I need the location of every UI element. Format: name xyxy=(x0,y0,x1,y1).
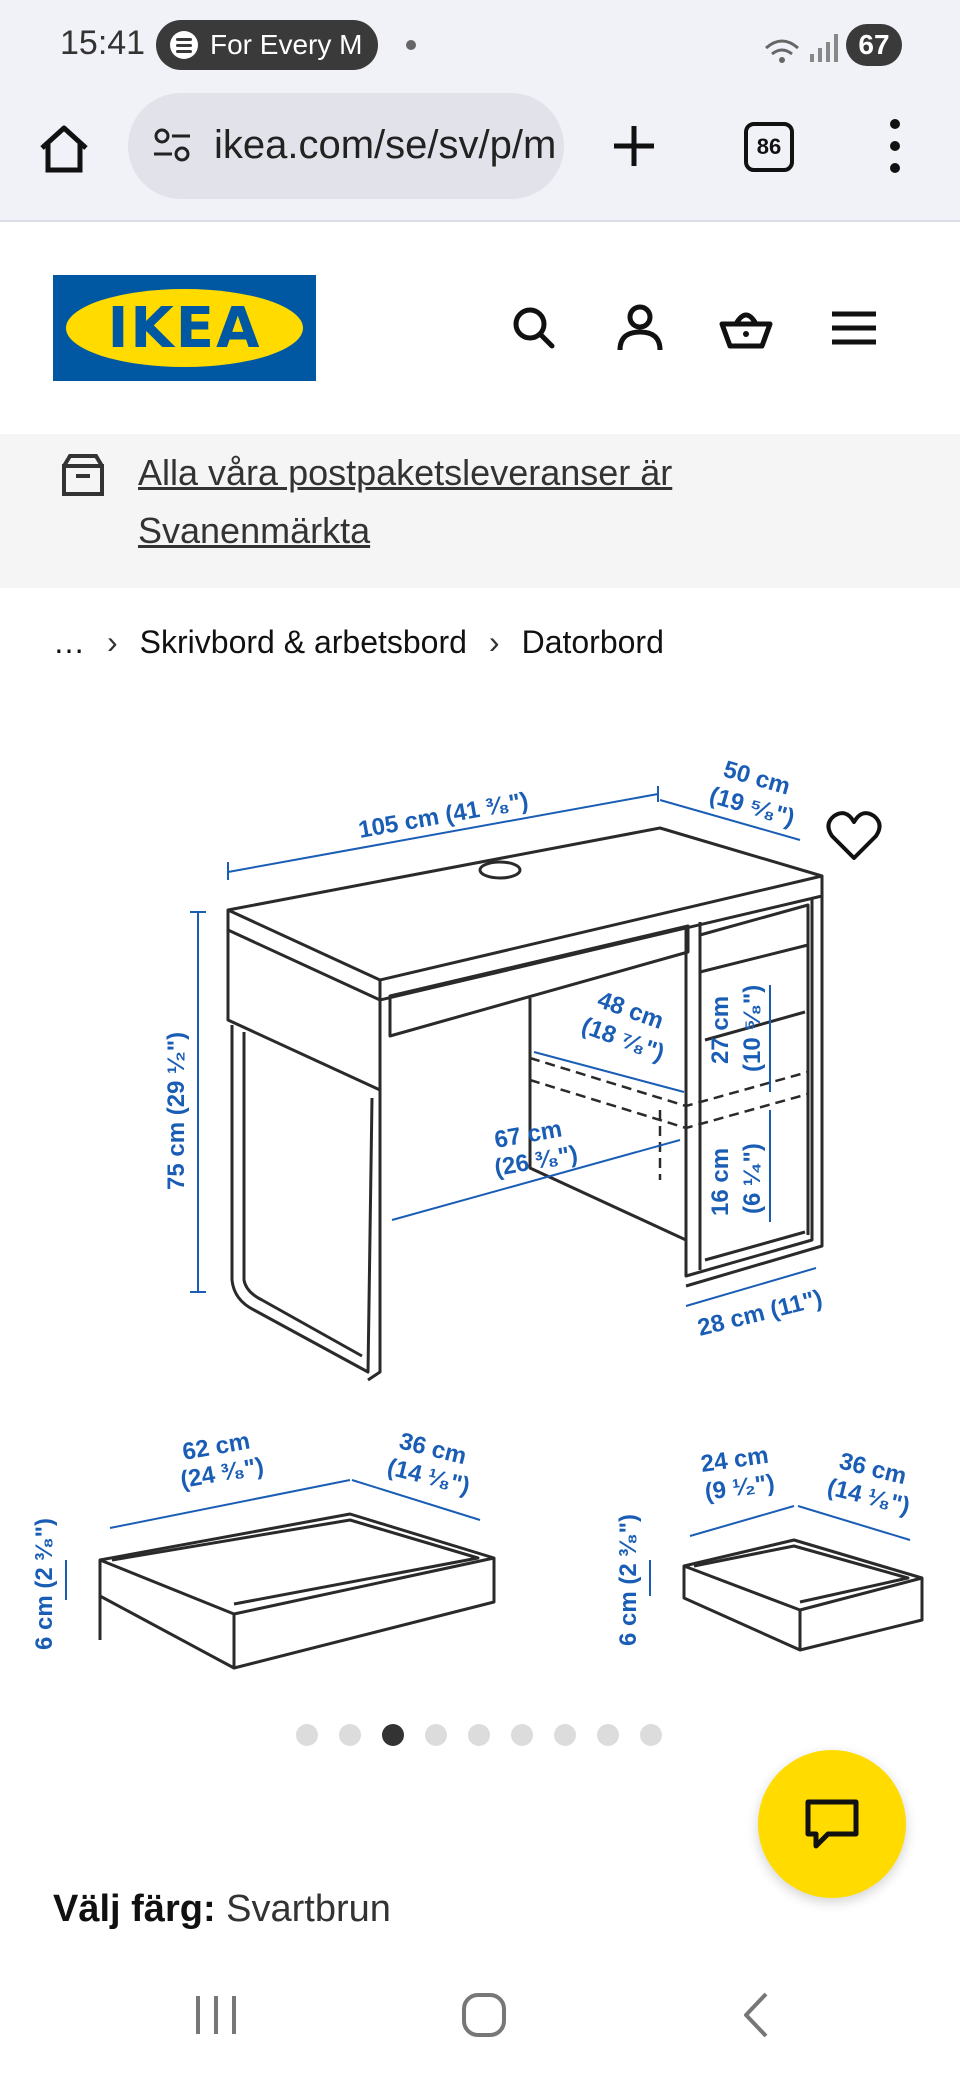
color-label: Välj färg: xyxy=(53,1888,216,1930)
carousel-dot[interactable] xyxy=(597,1724,619,1746)
url-text: ikea.com/se/sv/p/m xyxy=(214,123,557,167)
dim-shelf-lower-inch-label: (6 ¹⁄₄") xyxy=(739,1143,766,1214)
spotify-icon xyxy=(170,31,198,59)
banner-link[interactable]: Alla våra postpaketsleveranser är Svanen… xyxy=(138,452,673,551)
drawer-large-height-label: 6 cm (2 ³⁄₈") xyxy=(31,1518,58,1650)
ikea-logo[interactable]: IKEA xyxy=(53,275,316,381)
logo-text: IKEA xyxy=(107,295,262,361)
dim-width-label: 105 cm (41 ³⁄₈") xyxy=(356,787,530,843)
info-banner xyxy=(0,434,960,588)
address-bar[interactable]: ikea.com/se/sv/p/m xyxy=(128,93,564,199)
dim-shelf-lower-label: 16 cm xyxy=(707,1148,734,1216)
breadcrumb-ellipsis[interactable]: … xyxy=(53,624,85,660)
color-value: Svartbrun xyxy=(226,1888,391,1930)
carousel-dots[interactable] xyxy=(296,1724,662,1746)
carousel-dot[interactable] xyxy=(339,1724,361,1746)
now-playing-text: For Every M xyxy=(210,29,363,60)
status-bar: 15:41 For Every M 67 xyxy=(0,0,960,90)
back-icon[interactable] xyxy=(736,1990,776,2040)
tabs-icon[interactable]: 86 xyxy=(744,122,794,172)
signal-wifi-icon xyxy=(765,34,838,63)
chevron-right-icon: › xyxy=(107,624,118,660)
carousel-dot-active[interactable] xyxy=(382,1724,404,1746)
carousel-dot[interactable] xyxy=(425,1724,447,1746)
menu-icon[interactable] xyxy=(826,300,882,356)
dim-cabinet-width-label: 28 cm (11") xyxy=(695,1285,825,1342)
heart-icon[interactable] xyxy=(826,810,882,862)
system-nav-bar xyxy=(0,1960,960,2080)
carousel-dot[interactable] xyxy=(554,1724,576,1746)
chat-button[interactable] xyxy=(758,1750,906,1898)
home-icon[interactable] xyxy=(36,120,92,176)
color-selector[interactable]: Välj färg: Svartbrun xyxy=(53,1888,391,1931)
profile-icon[interactable] xyxy=(612,300,668,356)
chevron-right-icon: › xyxy=(488,624,500,660)
more-icon[interactable] xyxy=(880,114,910,178)
product-dimension-image[interactable]: 105 cm (41 ³⁄₈") 50 cm (19 ⁵⁄₈") 75 cm (… xyxy=(0,720,960,1680)
search-icon[interactable] xyxy=(506,300,562,356)
breadcrumb-item-computer-desks[interactable]: Datorbord xyxy=(521,624,664,660)
dim-height-label: 75 cm (29 ¹⁄₂") xyxy=(163,1032,190,1190)
recents-icon[interactable] xyxy=(192,1990,240,2040)
new-tab-icon[interactable] xyxy=(604,116,664,176)
breadcrumb: … › Skrivbord & arbetsbord › Datorbord xyxy=(53,624,664,661)
delivery-box-icon xyxy=(62,454,104,496)
carousel-dot[interactable] xyxy=(468,1724,490,1746)
status-time: 15:41 xyxy=(60,24,146,62)
notification-dot-icon xyxy=(406,40,416,50)
dim-shelf-upper-inch-label: (10 ⁵⁄₈") xyxy=(739,985,766,1072)
carousel-dot[interactable] xyxy=(296,1724,318,1746)
drawer-small-height-label: 6 cm (2 ³⁄₈") xyxy=(615,1514,642,1646)
browser-toolbar: ikea.com/se/sv/p/m 86 xyxy=(0,90,960,222)
site-settings-icon[interactable] xyxy=(150,123,194,167)
home-nav-icon[interactable] xyxy=(460,1990,508,2040)
breadcrumb-item-desks[interactable]: Skrivbord & arbetsbord xyxy=(139,624,467,660)
carousel-dot[interactable] xyxy=(511,1724,533,1746)
dim-shelf-upper-label: 27 cm xyxy=(707,996,734,1064)
media-chip[interactable]: For Every M xyxy=(156,20,378,70)
battery-indicator: 67 xyxy=(846,24,902,66)
carousel-dot[interactable] xyxy=(640,1724,662,1746)
basket-icon[interactable] xyxy=(718,300,774,356)
chat-icon xyxy=(805,1799,859,1849)
